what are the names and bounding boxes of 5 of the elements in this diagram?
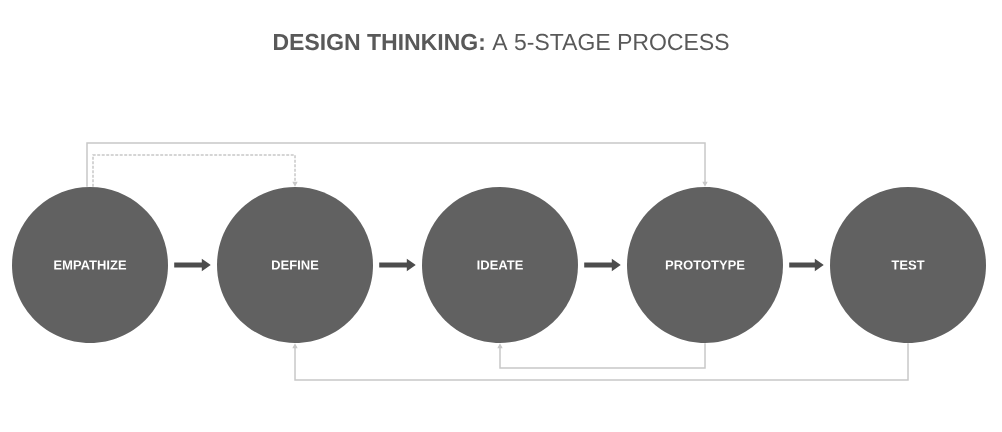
feedback-arrow [497, 342, 706, 369]
title: DESIGN THINKING: A 5-STAGE PROCESS [274, 33, 729, 51]
feedback-arrow [92, 154, 298, 188]
feedback-arrow [86, 142, 708, 188]
feedback-arrow [292, 342, 909, 381]
